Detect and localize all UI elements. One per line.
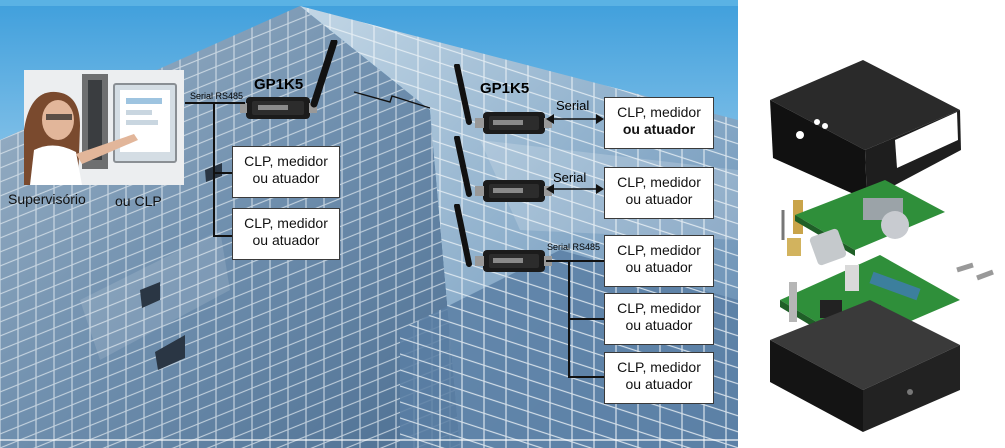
serial-arrow-2 xyxy=(546,184,604,194)
serial-rs485-label-right: Serial RS485 xyxy=(547,242,601,252)
bus-wire xyxy=(568,376,604,378)
serial-arrow-1 xyxy=(546,114,604,124)
bus-wire xyxy=(185,102,245,104)
gp1k5-radio-right-3 xyxy=(454,204,552,272)
wireless-link-icon xyxy=(353,91,431,109)
box-line: CLP, medidor xyxy=(617,174,701,190)
box-line: ou atuador xyxy=(625,317,693,333)
box-line: ou atuador xyxy=(252,170,320,186)
exploded-enclosure-view xyxy=(745,0,1005,448)
supervisor-photo xyxy=(24,70,184,185)
gp1k5-label-right: GP1K5 xyxy=(480,80,530,97)
device-box: CLP, medidor ou atuador xyxy=(232,208,340,260)
box-line: CLP, medidor xyxy=(617,300,701,316)
bus-wire xyxy=(213,235,232,237)
device-box: CLP, medidor ou atuador xyxy=(604,293,714,345)
gp1k5-radio-right-2 xyxy=(454,136,552,202)
box-line: CLP, medidor xyxy=(617,359,701,375)
box-line: ou atuador xyxy=(625,376,693,392)
serial-label-2: Serial xyxy=(553,170,587,185)
device-box: CLP, medidor ou atuador xyxy=(232,146,340,198)
supervisor-caption: Supervisório xyxy=(8,191,86,207)
gp1k5-radio-right-1 xyxy=(454,64,552,134)
box-line: CLP, medidor xyxy=(244,215,328,231)
bus-wire xyxy=(213,172,232,174)
serial-label-1: Serial xyxy=(556,98,590,113)
device-box: CLP, medidor ou atuador xyxy=(604,97,714,149)
device-box: CLP, medidor ou atuador xyxy=(604,235,714,287)
box-line: ou atuador xyxy=(625,191,693,207)
bus-wire xyxy=(568,318,604,320)
gp1k5-label-left: GP1K5 xyxy=(254,76,304,93)
box-line: ou atuador xyxy=(252,232,320,248)
box-line: CLP, medidor xyxy=(617,242,701,258)
or-clp-caption: ou CLP xyxy=(115,193,162,209)
box-line: ou atuador xyxy=(622,121,696,137)
device-box: CLP, medidor ou atuador xyxy=(604,352,714,404)
bus-wire xyxy=(546,260,604,262)
gp1k5-radio-left xyxy=(240,40,338,119)
device-box: CLP, medidor ou atuador xyxy=(604,167,714,219)
bus-wire xyxy=(213,102,215,236)
box-line: CLP, medidor xyxy=(244,153,328,169)
serial-rs485-label-left: Serial RS485 xyxy=(190,91,244,101)
box-line: CLP, medidor xyxy=(617,104,701,120)
box-line: ou atuador xyxy=(625,259,693,275)
